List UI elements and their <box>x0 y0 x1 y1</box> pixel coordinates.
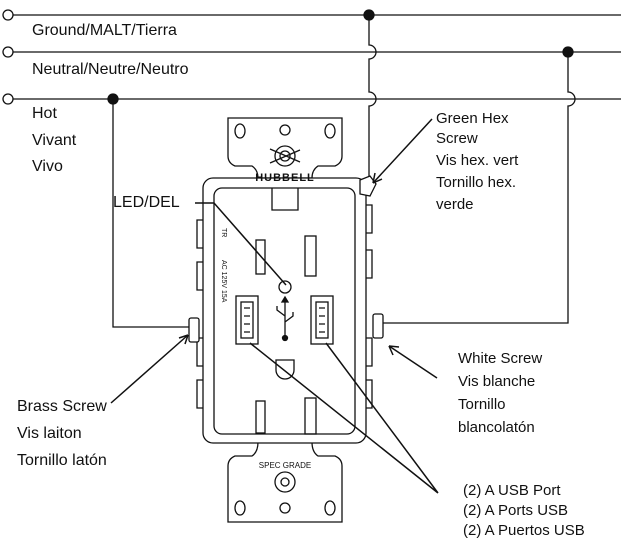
ground-wire <box>2 9 621 21</box>
lower-outlet-slots <box>255 397 317 435</box>
rating-text: AC 125V 15A <box>220 260 227 303</box>
green-screw-label-2: Screw <box>436 130 478 147</box>
green-screw-label-1: Green Hex <box>436 110 509 127</box>
upper-outlet-slots <box>255 235 317 277</box>
white-screw-label-4: blancolatón <box>458 419 535 436</box>
white-screw-label-1: White Screw <box>458 350 543 367</box>
green-hex-screw <box>359 175 377 197</box>
usb-label-1: (2) A USB Port <box>463 482 561 499</box>
mounting-strap-bottom <box>227 441 343 523</box>
white-screw-label-3: Tornillo <box>458 396 506 413</box>
led-indicator <box>278 280 292 294</box>
ground-drop-wire <box>368 15 377 180</box>
usb-label-3: (2) A Puertos USB <box>463 522 585 539</box>
neutral-label: Neutral/Neutre/Neutro <box>32 61 189 78</box>
usb-port-left <box>235 295 259 345</box>
hot-label-fr: Vivant <box>32 132 77 149</box>
green-screw-label-4: Tornillo hex. <box>436 174 517 191</box>
ground-label: Ground/MALT/Tierra <box>32 22 177 39</box>
brass-screw <box>188 317 200 343</box>
usb-port-right <box>310 295 334 345</box>
usb-icon <box>276 295 294 342</box>
brass-screw-label-3: Tornillo latón <box>17 452 107 469</box>
neutral-drop-wire <box>383 52 576 324</box>
brass-screw-label-2: Vis laiton <box>17 425 82 442</box>
hot-label-en: Hot <box>32 105 57 122</box>
brass-screw-label-1: Brass Screw <box>17 398 107 415</box>
leader-lines <box>110 118 439 494</box>
neutral-wire <box>2 46 621 58</box>
green-screw-label-5: verde <box>436 196 474 213</box>
hot-wire <box>2 93 621 105</box>
mounting-strap-top <box>227 117 343 179</box>
grade-text: SPEC GRADE <box>259 461 311 470</box>
white-screw-label-2: Vis blanche <box>458 373 536 390</box>
hot-drop-wire <box>112 99 193 328</box>
green-screw-label-3: Vis hex. vert <box>436 152 519 169</box>
brand-text: HUBBELL <box>255 172 315 184</box>
hot-label-es: Vivo <box>32 158 63 175</box>
usb-label-2: (2) A Ports USB <box>463 502 569 519</box>
white-screw <box>372 313 384 339</box>
tr-text: TR <box>220 228 227 237</box>
led-label: LED/DEL <box>113 194 180 211</box>
